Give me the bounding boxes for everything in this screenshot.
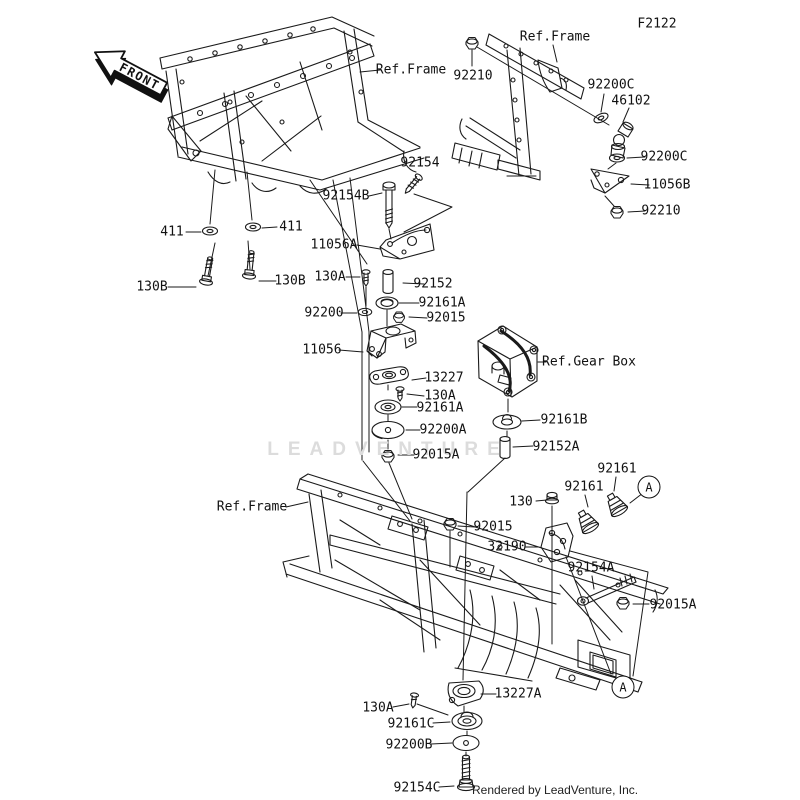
part-label-130a-bottom: 130A	[362, 700, 394, 716]
bolt-icon-130b-right	[241, 250, 257, 280]
part-label-130b-right: 130B	[274, 273, 306, 289]
part-label-92161-left: 92161	[564, 479, 604, 495]
part-label-13227: 13227	[424, 370, 464, 386]
part-label-11056b: 11056B	[643, 177, 691, 193]
frame-lower	[282, 473, 669, 693]
part-label-92200b: 92200B	[385, 737, 433, 753]
plate-icon-13227a	[447, 680, 484, 707]
grommet-icon-92161c	[451, 711, 483, 731]
part-label-130: 130	[509, 494, 533, 510]
part-label-92154c: 92154C	[393, 780, 441, 796]
part-label-130b-left: 130B	[136, 279, 168, 295]
bracket-icon-11056	[366, 323, 417, 359]
part-label-92154: 92154	[400, 155, 440, 171]
part-label-92161a-upper: 92161A	[418, 295, 466, 311]
part-label-92015a-mid: 92015A	[412, 447, 460, 463]
bracket-icon-11056b	[590, 168, 630, 194]
part-label-figure-code: F2122	[637, 16, 677, 32]
frame-top-right	[451, 33, 585, 181]
bolt-icon-130b-left	[199, 256, 214, 286]
part-label-46102: 46102	[611, 93, 651, 109]
part-label-ref-frame-top-left: Ref.Frame	[375, 62, 447, 78]
part-label-11056a: 11056A	[310, 237, 358, 253]
plate-icon-13227	[369, 366, 409, 385]
part-label-ref-gear-box: Ref.Gear Box	[542, 354, 636, 370]
sleeve-icon-92152	[382, 269, 394, 294]
bracket-icon-11056a	[379, 223, 435, 260]
bolt-icon-92154b	[382, 181, 396, 229]
part-label-ref-frame-top-right: Ref.Frame	[519, 29, 591, 45]
part-label-32190: 32190	[487, 539, 527, 555]
part-label-92210-top: 92210	[453, 68, 493, 84]
grommet-icon-92161a-mid	[374, 399, 402, 415]
sleeve-icon-92152a	[499, 436, 511, 459]
part-label-92154a: 92154A	[567, 560, 615, 576]
footer-credit: Rendered by LeadVenture, Inc.	[472, 783, 639, 797]
ball-joint-icon-46102	[610, 121, 634, 159]
part-label-92015-upper: 92015	[426, 310, 466, 326]
part-label-92200c-upper: 92200C	[587, 77, 635, 93]
grommet-icon-92161b	[492, 413, 522, 430]
part-label-92200: 92200	[304, 305, 344, 321]
part-label-411-left: 411	[160, 224, 184, 240]
part-label-92210-lower: 92210	[641, 203, 681, 219]
grommet-icon-92161a-upper	[375, 296, 399, 310]
part-label-92015a-right: 92015A	[649, 597, 697, 613]
washer-icon-92200b	[452, 734, 480, 752]
parts	[199, 36, 637, 792]
screw-icon-92154	[404, 173, 423, 194]
part-label-92152a: 92152A	[532, 439, 580, 455]
part-label-92152: 92152	[413, 276, 453, 292]
bolt-icon-92154c	[456, 754, 476, 792]
part-label-92154b: 92154B	[322, 188, 370, 204]
washer-icon-92200a	[371, 420, 405, 440]
part-label-ref-frame-lower: Ref.Frame	[216, 499, 288, 515]
part-label-13227a: 13227A	[494, 686, 542, 702]
watermark: LEADVENTURE	[267, 439, 509, 460]
screw-icon-130a-upper	[361, 269, 371, 287]
part-label-92200a: 92200A	[419, 422, 467, 438]
gearbox-bracket	[477, 325, 539, 398]
part-label-92015-lower: 92015	[473, 519, 513, 535]
leader-lines	[167, 44, 650, 788]
part-label-92161b: 92161B	[540, 412, 588, 428]
part-label-130a-upper: 130A	[314, 269, 346, 285]
frame-top-left	[159, 16, 425, 194]
part-label-11056: 11056	[302, 342, 342, 358]
part-label-411-right: 411	[279, 219, 303, 235]
bracket-icon-32190	[540, 522, 574, 563]
part-label-92161a-mid: 92161A	[416, 400, 464, 416]
screw-icon-130a-mid	[395, 386, 405, 402]
screw-icon-130a-bottom	[410, 692, 420, 709]
bolt-icon-92154a	[576, 573, 637, 606]
part-label-130a-mid: 130A	[424, 388, 456, 404]
part-label-92161c: 92161C	[387, 716, 435, 732]
detail-marker-detail-a-lower: A	[611, 675, 635, 699]
bolt-icon-130	[544, 491, 560, 505]
part-label-92161-right: 92161	[597, 461, 637, 477]
detail-marker-detail-a-upper: A	[637, 475, 661, 499]
part-label-92200c-lower: 92200C	[640, 149, 688, 165]
